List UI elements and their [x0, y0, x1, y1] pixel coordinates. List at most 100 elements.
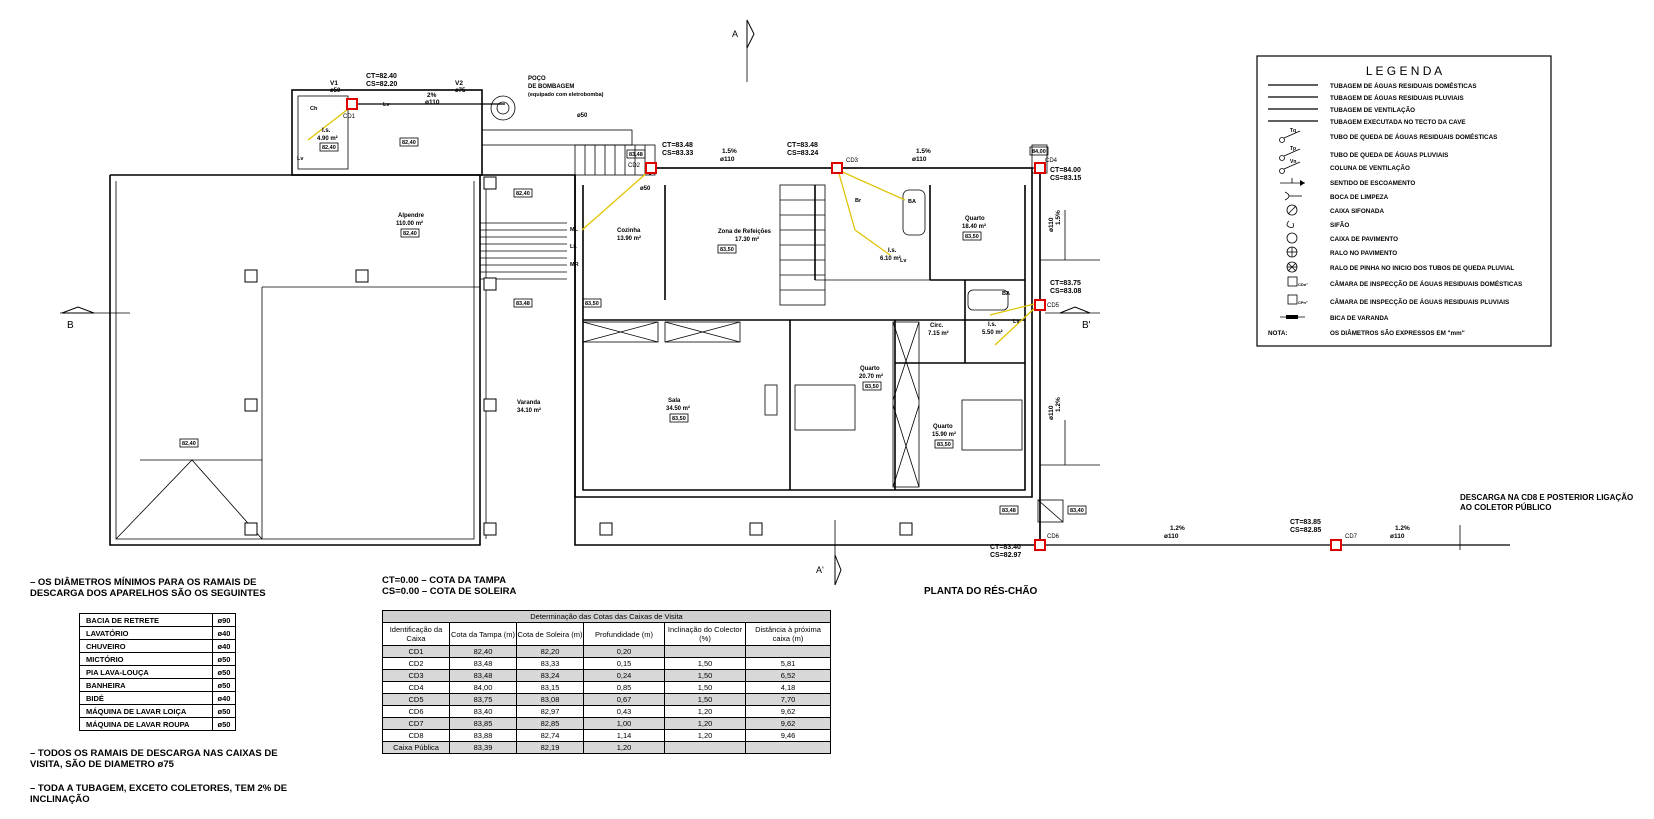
- manhole-levels-table: Determinação das Cotas das Caixas de Vis…: [382, 610, 831, 754]
- table-cell: 1,50: [664, 693, 746, 706]
- appliance-name: CHUVEIRO: [79, 639, 213, 653]
- pump-well: POÇO DE BOMBAGEM (equipado com eletrobom…: [490, 76, 604, 121]
- table-cell: 0,43: [583, 705, 665, 718]
- svg-text:CÂMARA DE INSPECÇÃO DE ÁGUAS R: CÂMARA DE INSPECÇÃO DE ÁGUAS RESIDUAIS D…: [1330, 279, 1522, 288]
- manhole-cd1: [346, 98, 358, 110]
- table-cell: [745, 741, 831, 754]
- trap-box-icon: [1286, 204, 1298, 216]
- notes-block: – OS DIÂMETROS MÍNIMOS PARA OS RAMAIS DE…: [30, 577, 280, 599]
- siphon-icon: [1286, 220, 1294, 228]
- svg-text:83,40: 83,40: [1070, 508, 1084, 514]
- svg-text:CD7: CD7: [1345, 534, 1358, 540]
- appliance-name: MÁQUINA DE LAVAR ROUPA: [79, 717, 213, 731]
- note-slope: – TODA A TUBAGEM, EXCETO COLETORES, TEM …: [30, 783, 288, 805]
- svg-text:Sala: Sala: [668, 398, 681, 404]
- svg-text:MR: MR: [570, 262, 579, 268]
- tq-icon: [1279, 130, 1301, 143]
- svg-text:Lv: Lv: [383, 102, 390, 108]
- svg-text:18.40 m²: 18.40 m²: [962, 223, 986, 230]
- svg-text:ø110: ø110: [1164, 533, 1179, 540]
- table-cell: CD3: [382, 669, 450, 682]
- floor-drain-icon: [1286, 246, 1298, 258]
- svg-text:4.90 m²: 4.90 m²: [317, 135, 338, 142]
- table-cell: 9,46: [745, 729, 831, 742]
- svg-text:COLUNA DE VENTILAÇÃO: COLUNA DE VENTILAÇÃO: [1330, 163, 1410, 172]
- svg-text:CD5: CD5: [1047, 303, 1060, 309]
- column-header: Inclinação do Colector (%): [664, 622, 746, 646]
- svg-text:1.5%: 1.5%: [722, 148, 737, 155]
- svg-text:TUBAGEM EXECUTADA NO TECTO DA: TUBAGEM EXECUTADA NO TECTO DA CAVE: [1330, 119, 1466, 126]
- svg-text:CÂMARA DE INSPECÇÃO DE ÁGUAS R: CÂMARA DE INSPECÇÃO DE ÁGUAS RESIDUAIS P…: [1330, 297, 1509, 306]
- appliance-diameter: ø50: [212, 717, 236, 731]
- svg-text:Quarto: Quarto: [965, 216, 985, 222]
- table-cell: 82,19: [516, 741, 584, 754]
- svg-text:(equipado com eletrobomba): (equipado com eletrobomba): [528, 92, 604, 98]
- table-cell: [664, 645, 746, 658]
- column-header: Distância à próxima caixa (m): [745, 622, 831, 646]
- appliance-name: LAVATÓRIO: [79, 626, 213, 640]
- drainage-pipes: [307, 103, 1510, 550]
- table-cell: 1,50: [664, 669, 746, 682]
- svg-text:84,00: 84,00: [1032, 149, 1046, 155]
- column-header: Cota da Tampa (m): [449, 622, 517, 646]
- appliance-name: MÁQUINA DE LAVAR LOIÇA: [79, 704, 213, 718]
- svg-text:Alpendre: Alpendre: [398, 213, 425, 219]
- legend: L E G E N D A TUBAGEM DE ÁGUAS RESIDUAIS…: [1256, 55, 1552, 347]
- manhole-cd7: [1330, 539, 1342, 551]
- svg-text:1.2%: 1.2%: [1395, 525, 1410, 532]
- legend-note-text: OS DIÂMETROS SÃO EXPRESSOS EM "mm": [1330, 328, 1465, 337]
- cs-definition: CS=0.00 – COTA DE SOLEIRA: [382, 586, 517, 597]
- table-cell: CD7: [382, 717, 450, 730]
- table-cell: 1,20: [664, 705, 746, 718]
- svg-text:83,50: 83,50: [965, 234, 979, 240]
- svg-text:34.10 m²: 34.10 m²: [517, 407, 541, 414]
- svg-text:CT=83.40: CT=83.40: [990, 544, 1021, 551]
- svg-text:Cozinha: Cozinha: [617, 228, 641, 234]
- appliance-name: MICTÓRIO: [79, 652, 213, 666]
- svg-text:1.2%: 1.2%: [1055, 397, 1062, 412]
- svg-text:82,40: 82,40: [182, 441, 196, 447]
- svg-text:83,48: 83,48: [629, 152, 643, 158]
- svg-text:Quarto: Quarto: [860, 366, 880, 372]
- svg-text:CT=83.48: CT=83.48: [662, 142, 693, 149]
- table-cell: 83,85: [449, 717, 517, 730]
- svg-text:CDn°: CDn°: [1298, 282, 1308, 287]
- table-cell: 0,20: [583, 645, 665, 658]
- svg-text:Quarto: Quarto: [933, 424, 953, 430]
- table-cell: 1,00: [583, 717, 665, 730]
- svg-text:TUBAGEM DE VENTILAÇÃO: TUBAGEM DE VENTILAÇÃO: [1330, 105, 1415, 114]
- svg-text:83,50: 83,50: [672, 416, 686, 422]
- table-cell: 83,48: [449, 657, 517, 670]
- table-cell: 83,24: [516, 669, 584, 682]
- svg-text:1.5%: 1.5%: [916, 148, 931, 155]
- table-cell: 0,24: [583, 669, 665, 682]
- svg-text:BA: BA: [1002, 291, 1010, 297]
- table-cell: 82,40: [449, 645, 517, 658]
- svg-text:BA: BA: [908, 199, 916, 205]
- manholes: CT=82.40 CS=82.20 CD1 CT=83.48 CS=83.33 …: [343, 73, 1358, 559]
- svg-text:Br: Br: [855, 198, 862, 204]
- svg-text:83,48: 83,48: [516, 301, 530, 307]
- table-cell: 83,33: [516, 657, 584, 670]
- appliance-name: BANHEIRA: [79, 678, 213, 692]
- svg-text:83,48: 83,48: [1002, 508, 1016, 514]
- discharge-note-1: DESCARGA NA CD8 E POSTERIOR LIGAÇÃO: [1460, 493, 1633, 502]
- column-header: Cota de Soleira (m): [516, 622, 584, 646]
- appliance-diameter: ø40: [212, 639, 236, 653]
- svg-text:Lv: Lv: [297, 156, 304, 162]
- section-marker-a: A: [732, 19, 755, 82]
- cleanout-icon: [1284, 191, 1302, 201]
- column-header: Profundidade (m): [583, 622, 665, 646]
- svg-text:I.s.: I.s.: [888, 248, 897, 254]
- pipe-labels: 1.5% ø110 1.5% ø110 1.5% ø110 1.2% ø110 …: [330, 80, 1633, 540]
- level-tags: 82,40 83,50 83,50 83,50 83,50 83,50 82,4…: [179, 137, 1087, 515]
- svg-text:82,40: 82,40: [516, 191, 530, 197]
- table-cell: 5,81: [745, 657, 831, 670]
